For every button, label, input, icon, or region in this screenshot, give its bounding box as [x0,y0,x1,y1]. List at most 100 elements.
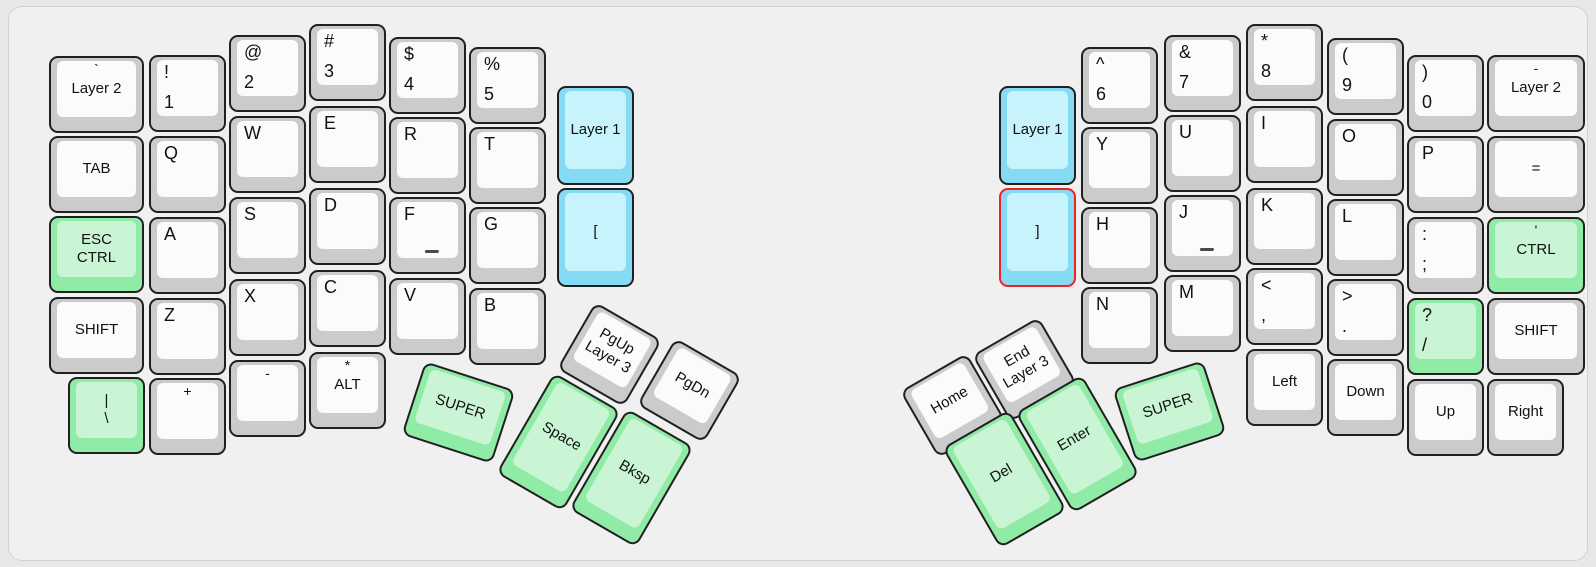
key-layer-1-left-surface: Layer 1 [565,91,626,169]
key-n[interactable]: N [1081,287,1158,364]
key-u[interactable]: U [1164,115,1241,192]
key-8-legend-0: * [1261,31,1269,51]
key-less-comma[interactable]: <, [1246,268,1323,345]
key-left-bracket[interactable]: [ [557,188,634,287]
key-f-surface: F [397,202,458,258]
key-alt[interactable]: *ALT [309,352,386,429]
key-0[interactable]: )0 [1407,55,1484,132]
key-layer-1-right[interactable]: Layer 1 [999,86,1076,185]
key-e-surface: E [317,111,378,167]
key-p[interactable]: P [1407,136,1484,213]
key-tab[interactable]: TAB [49,136,144,213]
key-p-surface: P [1415,141,1476,197]
key-g[interactable]: G [469,207,546,284]
key-k-legend-0: K [1261,195,1274,215]
key-up-arrow-legend-0: Up [1435,402,1456,420]
key-c[interactable]: C [309,270,386,347]
key-5-legend-0: % [484,54,501,74]
key-z[interactable]: Z [149,298,226,375]
key-x[interactable]: X [229,279,306,356]
key-o[interactable]: O [1327,119,1404,196]
key-ctrl-right[interactable]: 'CTRL [1487,217,1585,294]
key-colon-semicolon-surface: :; [1415,222,1476,278]
key-c-surface: C [317,275,378,331]
key-equals[interactable]: = [1487,136,1585,213]
key-b-surface: B [477,293,538,349]
key-b[interactable]: B [469,288,546,365]
key-ctrl-right-surface: 'CTRL [1495,222,1577,278]
key-shift-right[interactable]: SHIFT [1487,298,1585,375]
key-up-arrow[interactable]: Up [1407,379,1484,456]
key-v[interactable]: V [389,278,466,355]
key-u-surface: U [1172,120,1233,176]
key-2[interactable]: @2 [229,35,306,112]
key-plus[interactable]: + [149,378,226,455]
key-q[interactable]: Q [149,136,226,213]
key-right-arrow[interactable]: Right [1487,379,1564,456]
key-w[interactable]: W [229,116,306,193]
key-v-legend-0: V [404,285,417,305]
key-shift-left[interactable]: SHIFT [49,297,144,374]
key-h[interactable]: H [1081,207,1158,284]
key-4[interactable]: $4 [389,37,466,114]
key-layer-1-left[interactable]: Layer 1 [557,86,634,185]
key-equals-surface: = [1495,141,1577,197]
key-l-surface: L [1335,204,1396,260]
key-7-legend-0: & [1179,42,1192,62]
key-left-arrow[interactable]: Left [1246,349,1323,426]
key-g-legend-0: G [484,214,499,234]
key-layer-2-left-surface: `Layer 2 [57,61,136,117]
key-y-legend-0: Y [1096,134,1109,154]
key-d-legend-0: D [324,195,337,215]
key-8-legend-1: 8 [1261,61,1272,81]
key-layer-2-left[interactable]: `Layer 2 [49,56,144,133]
key-colon-semicolon-legend-0: : [1422,224,1428,244]
key-5[interactable]: %5 [469,47,546,124]
key-greater-period-legend-0: > [1342,286,1353,306]
key-r-legend-0: R [404,124,417,144]
key-esc-ctrl-legend-1: CTRL [76,249,117,266]
key-j-surface: J [1172,200,1233,256]
key-j[interactable]: J [1164,195,1241,272]
key-pipe-backslash[interactable]: |\ [68,377,145,454]
key-7[interactable]: &7 [1164,35,1241,112]
key-minus[interactable]: - [229,360,306,437]
key-t[interactable]: T [469,127,546,204]
key-f[interactable]: F [389,197,466,274]
key-9[interactable]: (9 [1327,38,1404,115]
key-i[interactable]: I [1246,106,1323,183]
key-colon-semicolon[interactable]: :; [1407,217,1484,294]
key-8[interactable]: *8 [1246,24,1323,101]
key-k[interactable]: K [1246,188,1323,265]
key-3[interactable]: #3 [309,24,386,101]
key-d[interactable]: D [309,188,386,265]
key-super-left[interactable]: SUPER [401,361,516,464]
key-n-surface: N [1089,292,1150,348]
key-j-legend-0: J [1179,202,1188,222]
key-r[interactable]: R [389,117,466,194]
key-e[interactable]: E [309,106,386,183]
key-super-right[interactable]: SUPER [1112,360,1227,463]
key-l[interactable]: L [1327,199,1404,276]
key-s[interactable]: S [229,197,306,274]
key-shift-right-surface: SHIFT [1495,303,1577,359]
key-a[interactable]: A [149,217,226,294]
key-y[interactable]: Y [1081,127,1158,204]
key-6[interactable]: ^6 [1081,47,1158,124]
key-equals-legend-0: = [1531,159,1541,177]
key-a-surface: A [157,222,218,278]
key-down-arrow[interactable]: Down [1327,359,1404,436]
key-m-legend-0: M [1179,282,1194,302]
key-1[interactable]: !1 [149,55,226,132]
key-right-bracket[interactable]: ] [999,188,1076,287]
key-e-legend-0: E [324,113,337,133]
key-tab-surface: TAB [57,141,136,197]
key-layer-1-right-surface: Layer 1 [1007,91,1068,169]
key-layer-2-right[interactable]: -Layer 2 [1487,55,1585,132]
key-m[interactable]: M [1164,275,1241,352]
key-greater-period[interactable]: >. [1327,279,1404,356]
key-question-slash[interactable]: ?/ [1407,298,1484,375]
key-left-bracket-legend-0: [ [593,222,598,240]
